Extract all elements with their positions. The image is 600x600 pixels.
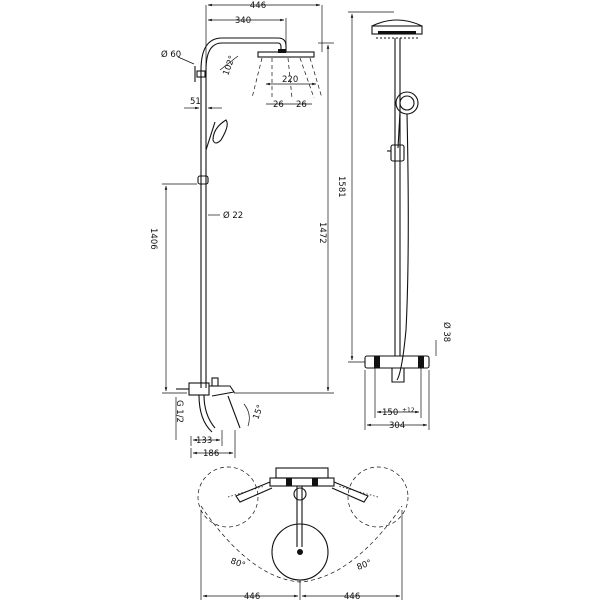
dim-1472: 1472 bbox=[317, 222, 327, 244]
side-shower-head bbox=[371, 19, 423, 27]
dim-tolerance: ±12 bbox=[402, 407, 415, 414]
dim-446-top: 446 bbox=[250, 1, 266, 11]
hand-shower bbox=[205, 119, 228, 151]
side-view: 1581 Ø 38 150 ±12 304 bbox=[336, 11, 452, 431]
dim-446-plan-right: 446 bbox=[344, 592, 360, 600]
side-slider bbox=[390, 144, 405, 162]
dim-rail-dia: Ø 22 bbox=[223, 210, 243, 221]
dim-133: 133 bbox=[196, 436, 212, 446]
dim-connection: G 1/2 bbox=[174, 400, 184, 423]
plan-arm-right bbox=[331, 481, 369, 503]
dim-arm-angle: 102° bbox=[221, 54, 237, 77]
thermostat-bar bbox=[364, 355, 430, 383]
plan-arm-left bbox=[235, 481, 273, 503]
spray-pattern bbox=[251, 57, 323, 99]
rotation-circle-left bbox=[197, 466, 259, 528]
plan-wall-bar bbox=[275, 467, 329, 479]
plan-view: 80° 80° 446 446 bbox=[197, 466, 409, 600]
front-view: 446 340 Ø 60 102° 220 26 26 51 Ø 22 1406 bbox=[148, 1, 334, 459]
side-hose bbox=[396, 113, 409, 381]
dim-51: 51 bbox=[190, 97, 201, 107]
dim-1406: 1406 bbox=[148, 228, 158, 250]
dim-26-right: 26 bbox=[296, 100, 307, 110]
dim-1581: 1581 bbox=[336, 176, 346, 198]
dim-150: 150 bbox=[382, 408, 398, 418]
dim-swing-left: 80° bbox=[229, 556, 247, 571]
dim-side-dia: Ø 38 bbox=[441, 322, 452, 342]
dim-spout-angle: 15° bbox=[251, 403, 266, 421]
dim-220: 220 bbox=[282, 75, 298, 85]
dim-340: 340 bbox=[235, 16, 251, 26]
rotation-circle-right bbox=[347, 466, 409, 528]
shower-arm bbox=[200, 37, 287, 71]
dim-304: 304 bbox=[389, 421, 405, 431]
dim-swing-right: 80° bbox=[356, 558, 374, 573]
dim-wall-mount: Ø 60 bbox=[161, 49, 181, 60]
mixer bbox=[176, 377, 241, 433]
dim-446-plan-left: 446 bbox=[244, 592, 260, 600]
dim-26-left: 26 bbox=[273, 100, 284, 110]
slider bbox=[197, 175, 209, 185]
dim-186: 186 bbox=[203, 449, 219, 459]
